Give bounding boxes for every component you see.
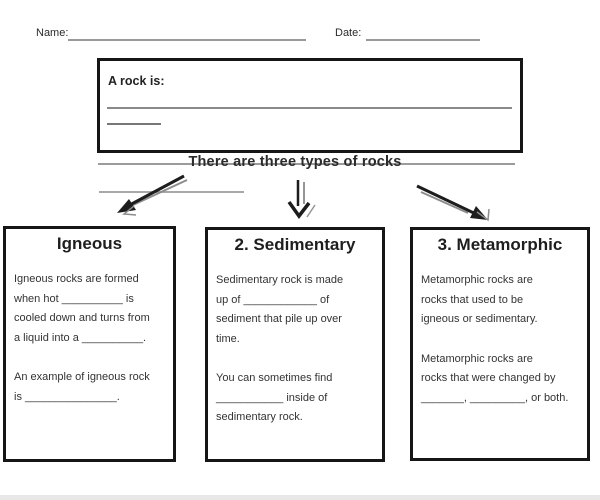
arrow-down-left-icon: [117, 174, 188, 216]
sedimentary-paragraph-1: Sedimentary rock is made up of _________…: [216, 274, 344, 345]
metamorphic-body: Metamorphic rocks are rocks that used to…: [413, 271, 587, 408]
metamorphic-paragraph-1: Metamorphic rocks are rocks that used to…: [421, 274, 538, 325]
sedimentary-box: 2. Sedimentary Sedimentary rock is made …: [205, 227, 385, 462]
definition-blank-line-2: [107, 123, 161, 125]
arrow-down-right-icon: [416, 184, 490, 222]
arrow-down-icon: [287, 180, 316, 219]
date-blank-line: [366, 39, 480, 41]
rock-definition-box: A rock is:: [97, 58, 523, 153]
igneous-box: Igneous Igneous rocks are formed when ho…: [3, 226, 176, 462]
sedimentary-body: Sedimentary rock is made up of _________…: [208, 271, 382, 428]
igneous-body: Igneous rocks are formed when hot ______…: [6, 270, 173, 407]
definition-blank-line-1: [107, 107, 512, 109]
metamorphic-paragraph-2: Metamorphic rocks are rocks that were ch…: [421, 352, 569, 404]
igneous-title: Igneous: [56, 234, 123, 253]
igneous-paragraph-1: Igneous rocks are formed when hot ______…: [14, 273, 150, 344]
heading-strike-line: [98, 163, 515, 165]
sedimentary-paragraph-2: You can sometimes find ___________ insid…: [216, 372, 333, 423]
name-label: Name:: [36, 27, 69, 39]
date-label: Date:: [335, 27, 362, 39]
sedimentary-title: 2. Sedimentary: [234, 235, 356, 254]
metamorphic-title: 3. Metamorphic: [437, 235, 563, 254]
rock-definition-prompt: A rock is:: [108, 74, 165, 88]
igneous-paragraph-2: An example of igneous rock is __________…: [14, 371, 150, 403]
short-gray-line: [99, 191, 244, 193]
three-types-heading: There are three types of rocks: [188, 154, 402, 170]
metamorphic-box: 3. Metamorphic Metamorphic rocks are roc…: [410, 227, 590, 461]
scan-edge-bar: [0, 495, 600, 500]
name-blank-line: [68, 39, 306, 41]
